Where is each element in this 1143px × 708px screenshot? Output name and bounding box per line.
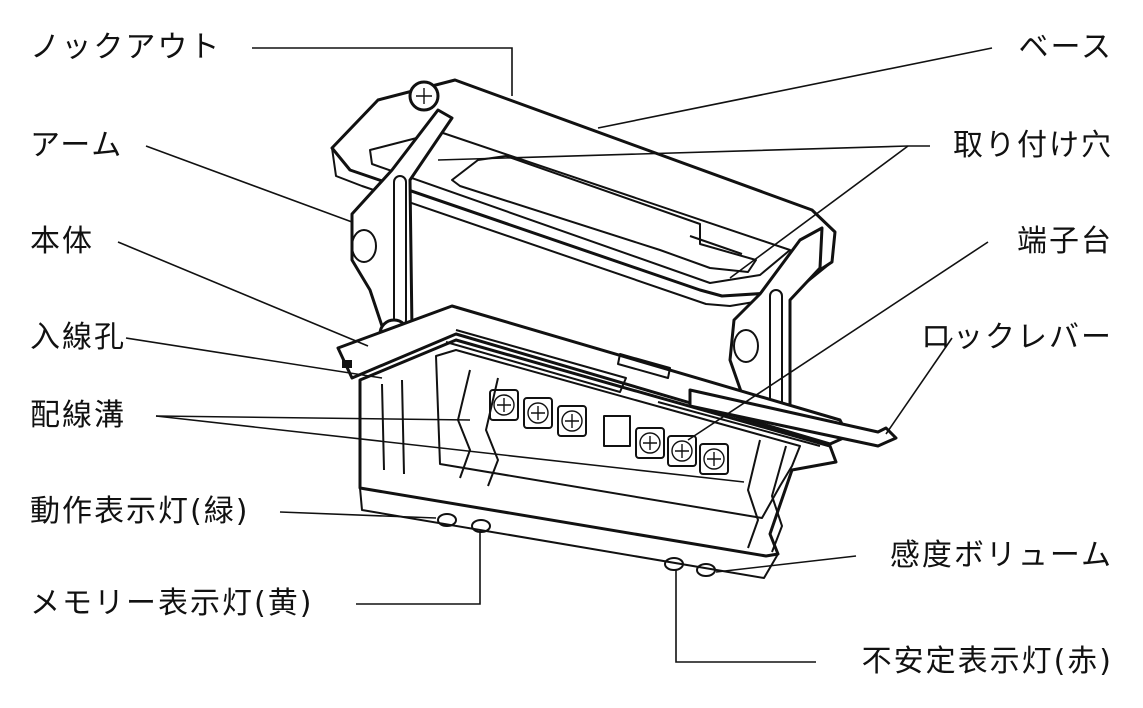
screw-top <box>408 80 440 112</box>
unstable-lamp-led <box>664 557 684 571</box>
mounting-slot <box>451 155 757 273</box>
label-mounting-hole: 取り付け穴 <box>953 128 1113 163</box>
memory-lamp-led <box>471 519 491 533</box>
label-wire-entry: 入線孔 <box>30 320 126 355</box>
terminal-block <box>489 389 729 475</box>
label-memory-lamp: メモリー表示灯(黄) <box>30 586 314 621</box>
operation-lamp-led <box>437 513 457 527</box>
label-body: 本体 <box>30 224 94 259</box>
terminal-right-group <box>635 427 729 475</box>
indicator-lamps <box>437 513 716 577</box>
leader-lines <box>117 47 993 663</box>
label-operation-lamp: 動作表示灯(緑) <box>30 494 250 529</box>
label-lock-lever: ロックレバー <box>921 320 1113 355</box>
sensitivity-volume-knob <box>696 563 716 577</box>
label-sensitivity-volume: 感度ボリューム <box>889 538 1113 573</box>
label-unstable-lamp: 不安定表示灯(赤) <box>861 644 1113 679</box>
label-arm: アーム <box>30 128 124 163</box>
terminal-left-group <box>489 389 587 437</box>
label-wiring-groove: 配線溝 <box>30 398 126 433</box>
label-terminal-block: 端子台 <box>1017 224 1113 259</box>
label-knockout: ノックアウト <box>30 30 222 65</box>
label-base: ベース <box>1018 30 1113 65</box>
